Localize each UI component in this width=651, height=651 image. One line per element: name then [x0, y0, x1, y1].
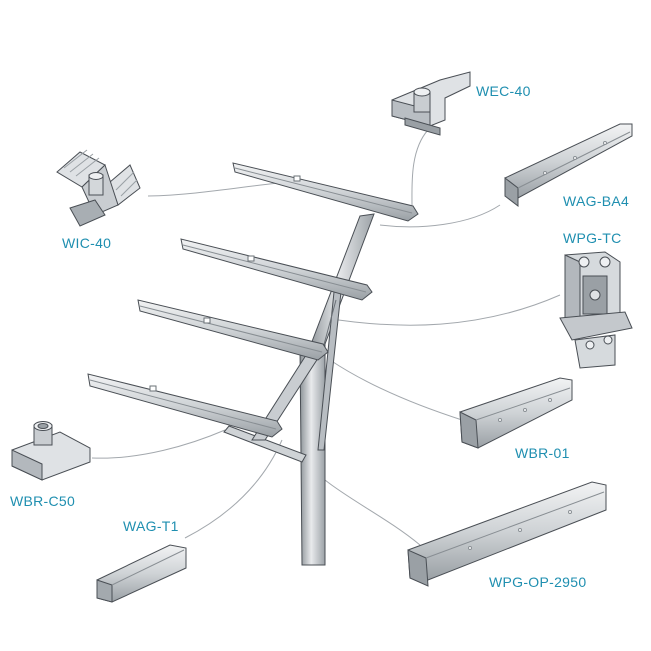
wbr-c50-clamp	[11, 421, 91, 481]
wpg-op-2950-purlin	[407, 481, 607, 587]
rail-bottom	[87, 373, 283, 438]
diagonal-strut	[223, 425, 307, 463]
leader-wag-t1	[184, 439, 283, 539]
leader-wec	[411, 129, 429, 206]
rail-top	[232, 162, 419, 222]
label-wpg-op-2950: WPG-OP-2950	[489, 574, 587, 590]
label-wbr-c50: WBR-C50	[10, 493, 76, 509]
leader-wbr-c50	[91, 429, 226, 459]
wec-40-end-clamp	[391, 71, 471, 136]
label-wbr-01: WBR-01	[515, 445, 570, 461]
rail-third	[137, 299, 329, 361]
wbr-01-rail	[459, 377, 573, 449]
label-wic-40: WIC-40	[62, 235, 112, 251]
label-wec-40: WEC-40	[476, 83, 531, 99]
wic-40-inter-clamp	[56, 149, 141, 227]
label-wpg-tc: WPG-TC	[563, 230, 622, 246]
rail-second	[180, 238, 373, 301]
label-wag-t1: WAG-T1	[123, 518, 179, 534]
leader-wpg-tc	[324, 294, 561, 326]
wpg-tc-top-cap	[559, 251, 633, 369]
label-wag-ba4: WAG-BA4	[563, 193, 630, 209]
leader-lines	[91, 129, 561, 546]
rail-clamps	[149, 175, 301, 392]
wag-t1-connector	[96, 544, 187, 603]
wag-ba4-rail	[504, 123, 633, 208]
leader-wbr-01	[329, 359, 463, 421]
leader-wag-ba4	[379, 204, 501, 228]
horizontal-rails	[87, 162, 419, 438]
leader-wpg-op	[324, 479, 421, 546]
